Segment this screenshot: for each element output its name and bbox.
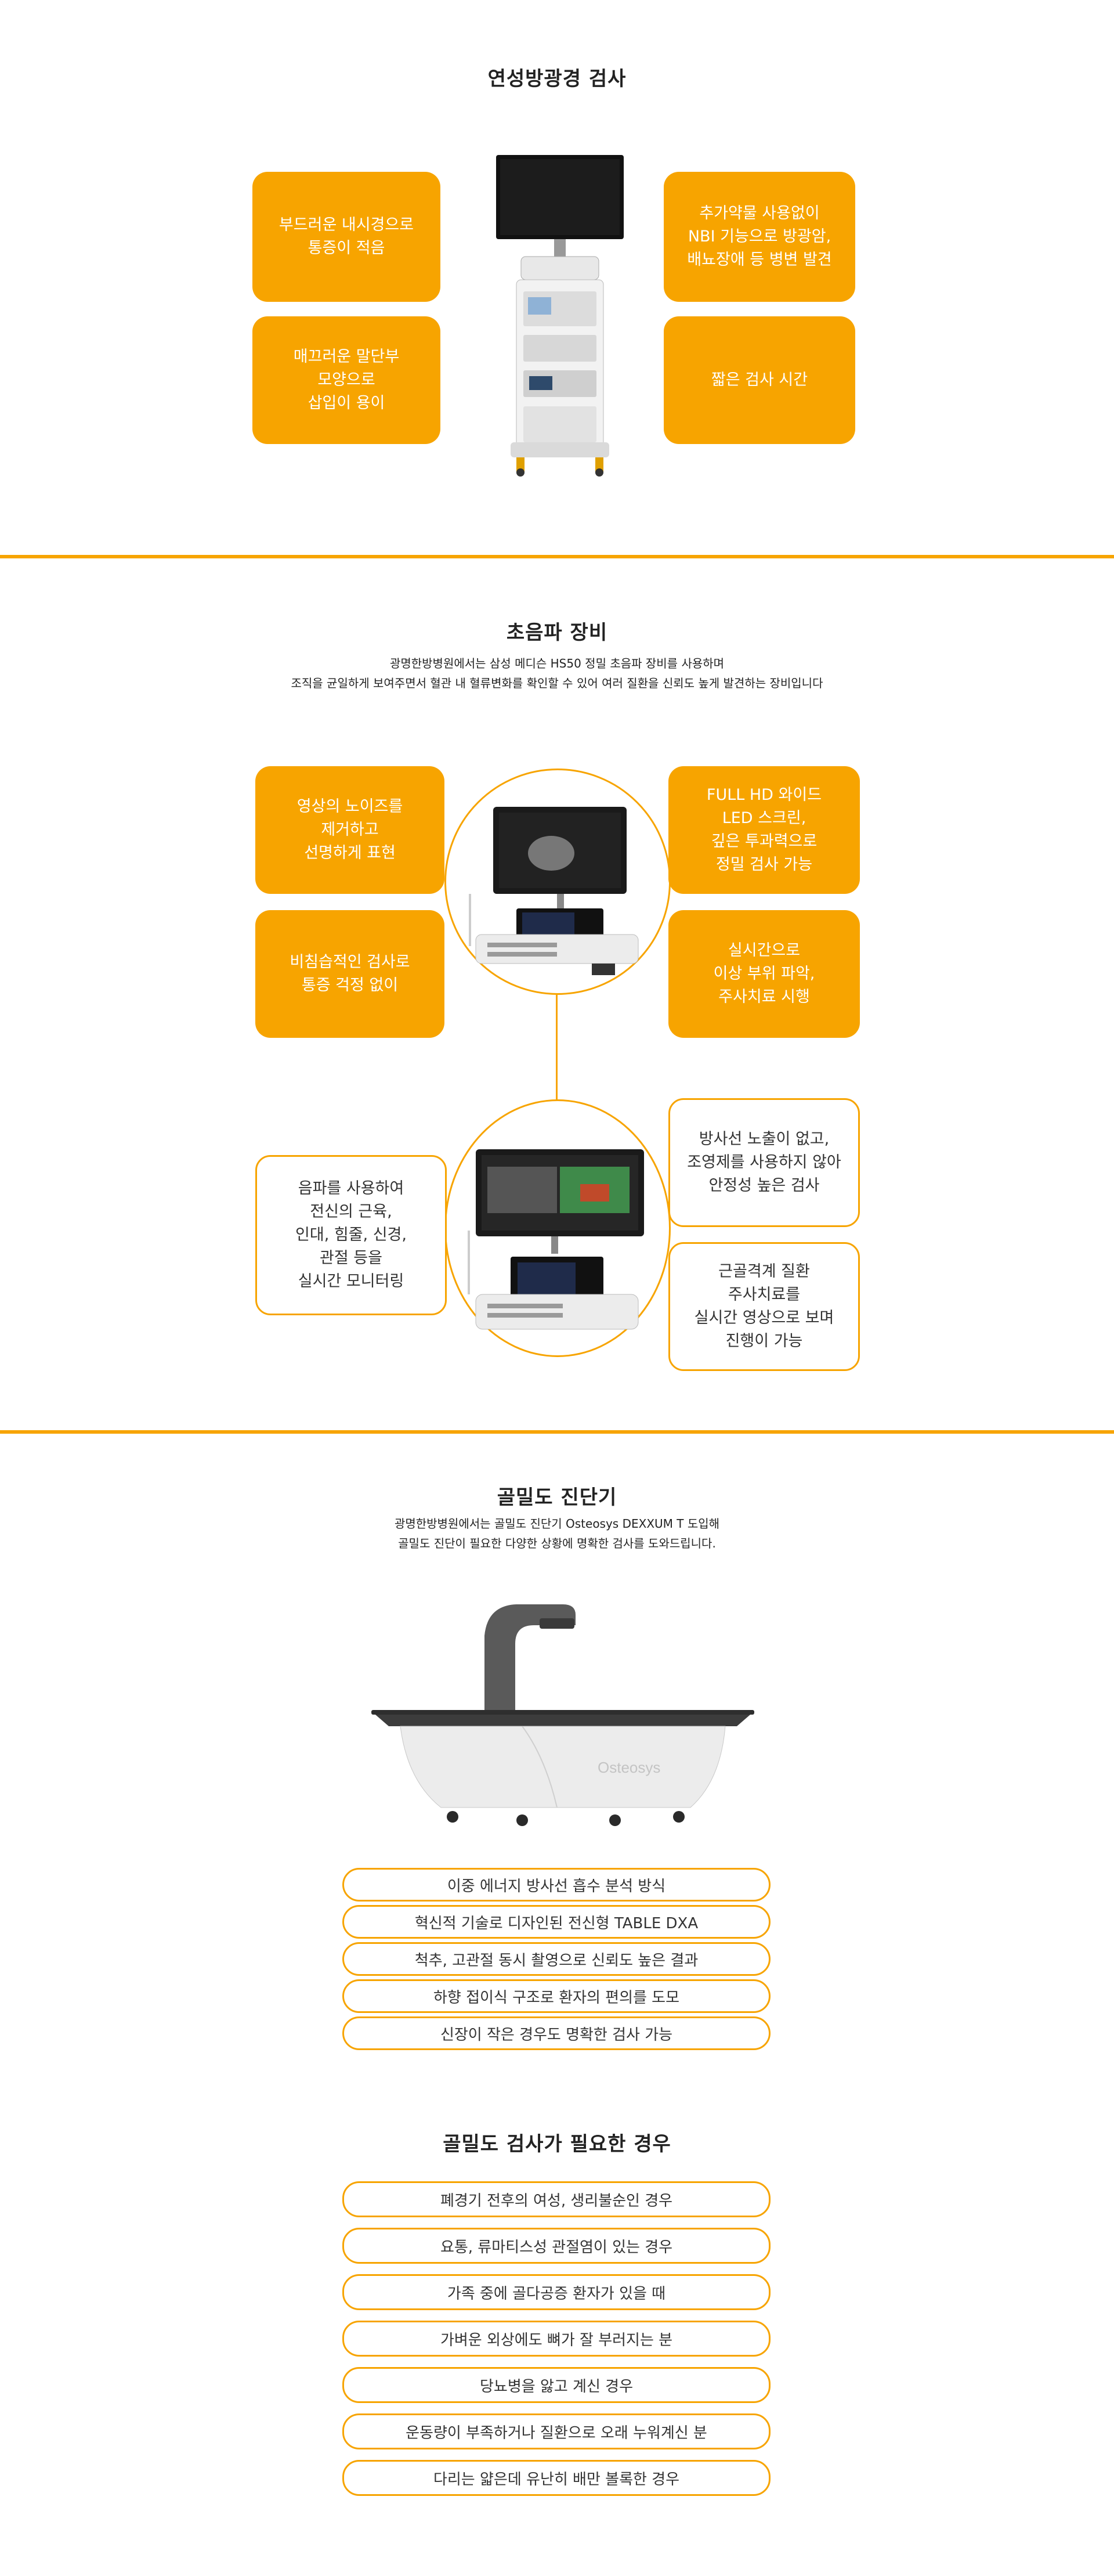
ultrasound-desc-line-2: 조직을 균일하게 보여주면서 혈관 내 혈류변화를 확인할 수 있어 여러 질환… xyxy=(291,676,823,690)
section-divider xyxy=(0,555,1114,558)
brand-logo: Osteosys xyxy=(598,1759,660,1776)
ultrasound-feature-card: 근골격계 질환 주사치료를 실시간 영상으로 보며 진행이 가능 xyxy=(668,1242,860,1371)
ultrasound-feature-card: 비침습적인 검사로 통증 걱정 없이 xyxy=(255,910,444,1038)
cystoscopy-feature-card: 부드러운 내시경으로 통증이 적음 xyxy=(252,172,440,302)
cystoscopy-title: 연성방광경 검사 xyxy=(487,67,627,91)
densitometer-desc-line-1: 광명한방병원에서는 골밀도 진단기 Osteosys DEXXUM T 도입해 xyxy=(394,1517,720,1531)
ultrasound-machine-image xyxy=(468,1149,644,1330)
densitometer-desc-line-2: 골밀도 진단이 필요한 다양한 상황에 명확한 검사를 도와드립니다. xyxy=(398,1536,716,1550)
bone-densitometer-image: Osteosys xyxy=(371,1604,754,1826)
cystoscopy-feature-card: 짧은 검사 시간 xyxy=(664,316,855,444)
ultrasound-title: 초음파 장비 xyxy=(506,621,608,644)
case-pill: 폐경기 전후의 여성, 생리불순인 경우 xyxy=(342,2181,771,2217)
ultrasound-feature-card: 음파를 사용하여 전신의 근육, 인대, 힘줄, 신경, 관절 등을 실시간 모… xyxy=(255,1155,447,1315)
ultrasound-feature-card: 실시간으로 이상 부위 파악, 주사치료 시행 xyxy=(668,910,860,1038)
densitometer-title: 골밀도 진단기 xyxy=(497,1486,617,1509)
endoscopy-tower-image xyxy=(496,155,624,477)
ultrasound-machine-image xyxy=(469,807,639,975)
ultrasound-desc-line-1: 광명한방병원에서는 삼성 메디슨 HS50 정밀 초음파 장비를 사용하며 xyxy=(389,656,725,670)
feature-pill: 이중 에너지 방사선 흡수 분석 방식 xyxy=(342,1868,771,1902)
case-pill: 다리는 얇은데 유난히 배만 볼록한 경우 xyxy=(342,2460,771,2496)
case-pill: 요통, 류마티스성 관절염이 있는 경우 xyxy=(342,2228,771,2264)
feature-pill: 하향 접이식 구조로 환자의 편의를 도모 xyxy=(342,1979,771,2013)
feature-pill: 신장이 작은 경우도 명확한 검사 가능 xyxy=(342,2016,771,2050)
cystoscopy-feature-card: 추가약물 사용없이 NBI 기능으로 방광암, 배뇨장애 등 병변 발견 xyxy=(664,172,855,302)
feature-pill: 혁신적 기술로 디자인된 전신형 TABLE DXA xyxy=(342,1905,771,1939)
ultrasound-feature-card: FULL HD 와이드 LED 스크린, 깊은 투과력으로 정밀 검사 가능 xyxy=(668,766,860,894)
case-pill: 운동량이 부족하거나 질환으로 오래 누워계신 분 xyxy=(342,2413,771,2449)
case-pill: 당뇨병을 앓고 계신 경우 xyxy=(342,2367,771,2403)
ultrasound-feature-card: 방사선 노출이 없고, 조영제를 사용하지 않아 안정성 높은 검사 xyxy=(668,1098,860,1227)
cystoscopy-feature-card: 매끄러운 말단부 모양으로 삽입이 용이 xyxy=(252,316,440,444)
connector-line xyxy=(556,995,558,1099)
when-needed-title: 골밀도 검사가 필요한 경우 xyxy=(443,2133,671,2156)
case-pill: 가족 중에 골다공증 환자가 있을 때 xyxy=(342,2274,771,2310)
feature-pill: 척추, 고관절 동시 촬영으로 신뢰도 높은 결과 xyxy=(342,1942,771,1976)
ultrasound-feature-card: 영상의 노이즈를 제거하고 선명하게 표현 xyxy=(255,766,444,894)
section-divider xyxy=(0,1430,1114,1434)
case-pill: 가벼운 외상에도 뼈가 잘 부러지는 분 xyxy=(342,2321,771,2357)
